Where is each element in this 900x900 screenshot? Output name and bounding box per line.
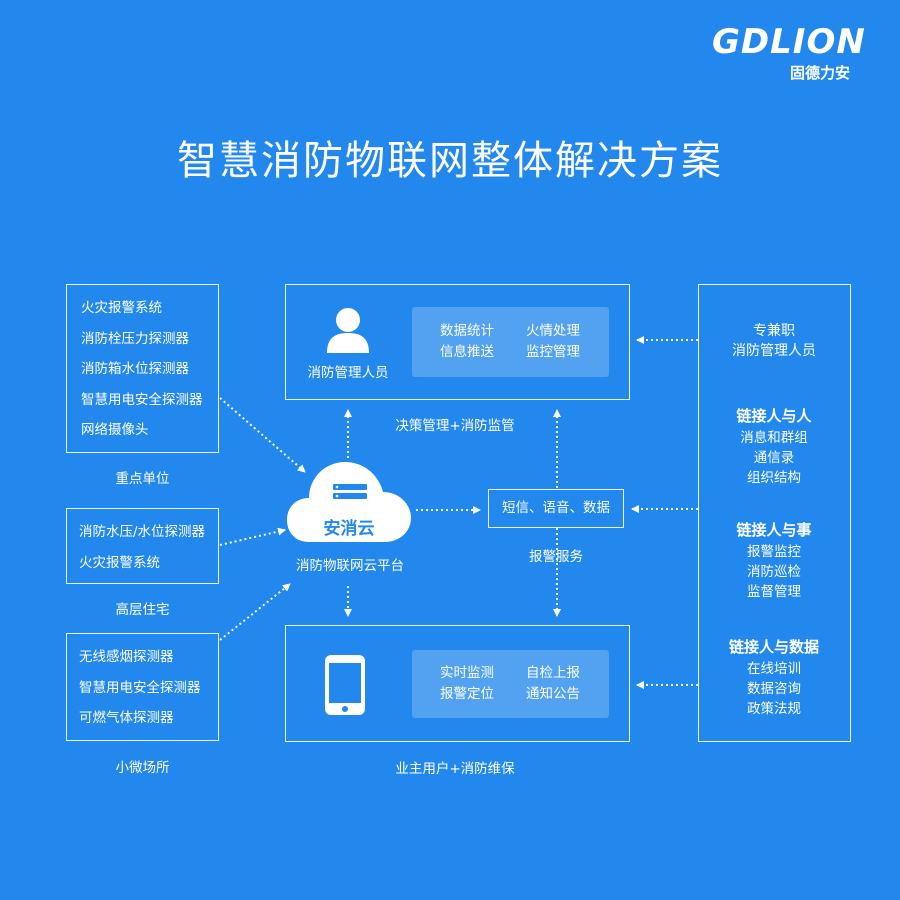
list-item: 无线感烟探测器 [79, 649, 174, 665]
caption-alarm: 报警服务 [529, 549, 583, 565]
section-head-people: 链接人与人 [736, 407, 812, 425]
right-top-line: 消防管理人员 [732, 343, 816, 359]
function-item: 实时监测 [440, 665, 494, 681]
list-item: 火灾报警系统 [79, 554, 160, 571]
top-panel-managers: 消防管理人员 数据统计 信息推送 火情处理 监控管理 [285, 284, 630, 400]
section-item: 在线培训 [747, 661, 801, 677]
function-item: 监控管理 [526, 344, 580, 360]
smartphone-icon [325, 655, 365, 715]
caption-small-venues: 小微场所 [115, 760, 170, 776]
list-item: 消防箱水位探测器 [81, 361, 189, 377]
section-item: 通信录 [753, 450, 795, 466]
caption-bottom-panel: 业主用户+消防维保 [395, 761, 515, 777]
section-item: 组织结构 [747, 470, 801, 486]
list-item: 火灾报警系统 [81, 300, 162, 316]
right-panel-links: 专兼职 消防管理人员 链接人与人 消息和群组 通信录 组织结构 链接人与事 报警… [698, 284, 851, 742]
alarm-service-box: 短信、语音、数据 [488, 489, 624, 528]
list-item: 可燃气体探测器 [79, 710, 174, 726]
section-item: 数据咨询 [747, 681, 801, 697]
caption-high-rise: 高层住宅 [115, 602, 170, 618]
section-item: 监督管理 [747, 584, 801, 600]
section-item: 消息和群组 [740, 430, 808, 446]
list-item: 网络摄像头 [81, 422, 149, 438]
caption-cloud: 消防物联网云平台 [296, 558, 404, 574]
section-head-data: 链接人与数据 [728, 638, 819, 656]
logo-subtitle: 固德力安 [790, 64, 851, 82]
caption-top-panel: 决策管理+消防监管 [395, 418, 515, 434]
cloud-icon [287, 462, 411, 542]
function-item: 报警定位 [440, 686, 494, 702]
bottom-panel-owners: 实时监测 报警定位 自检上报 通知公告 [285, 625, 630, 742]
right-top-line: 专兼职 [753, 323, 795, 339]
cloud-label: 安消云 [323, 519, 375, 539]
list-item: 消防水压/水位探测器 [79, 524, 206, 540]
left-group-high-rise: 消防水压/水位探测器 火灾报警系统 [66, 508, 219, 584]
section-head-events: 链接人与事 [736, 521, 812, 539]
arrow-group1-to-cloud [219, 397, 306, 473]
person-label: 消防管理人员 [307, 365, 389, 381]
page-title: 智慧消防物联网整体解决方案 [177, 138, 723, 184]
function-item: 火情处理 [526, 323, 580, 339]
section-item: 政策法规 [747, 701, 801, 717]
function-item: 信息推送 [440, 344, 494, 360]
section-item: 报警监控 [747, 544, 801, 560]
arrow-group2-to-cloud [219, 527, 286, 546]
logo-text: GDLION [712, 22, 866, 62]
list-item: 智慧用电安全探测器 [79, 679, 201, 696]
caption-key-units: 重点单位 [115, 471, 170, 487]
list-item: 消防栓压力探测器 [81, 330, 189, 347]
section-item: 消防巡检 [747, 564, 801, 580]
bottom-function-grid: 实时监测 报警定位 自检上报 通知公告 [412, 650, 609, 718]
function-item: 数据统计 [440, 323, 494, 339]
function-item: 自检上报 [526, 665, 580, 681]
top-function-grid: 数据统计 信息推送 火情处理 监控管理 [412, 307, 609, 377]
function-item: 通知公告 [526, 686, 580, 702]
left-group-key-units: 火灾报警系统 消防栓压力探测器 消防箱水位探测器 智慧用电安全探测器 网络摄像头 [66, 284, 219, 453]
person-icon [327, 308, 369, 353]
left-group-small-venues: 无线感烟探测器 智慧用电安全探测器 可燃气体探测器 [66, 633, 219, 741]
list-item: 智慧用电安全探测器 [81, 391, 203, 408]
arrow-group3-to-cloud [219, 583, 291, 641]
alarm-label: 短信、语音、数据 [502, 500, 610, 516]
